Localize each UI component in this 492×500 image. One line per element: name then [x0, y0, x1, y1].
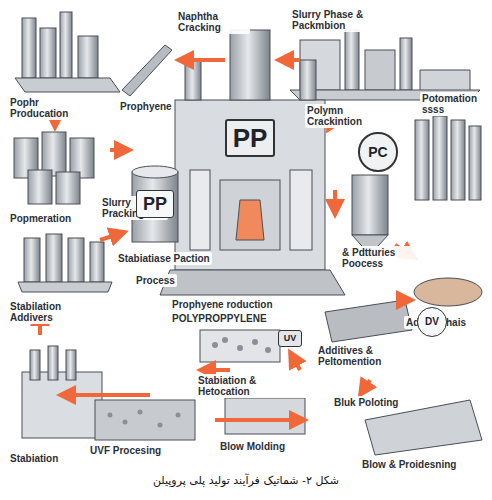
process-label: Blow & Proidesning	[360, 458, 458, 471]
node-text: PP	[143, 195, 167, 213]
process-label: Stabiation & Hetocation	[196, 374, 310, 398]
process-label: POLYPROPPYLENE	[170, 312, 269, 325]
tank-label: PP	[136, 190, 174, 218]
figure-caption: شکل ۲- شماتیک فرآیند تولید پلی پروپیلن	[0, 474, 492, 487]
process-label: Polymn Crackintion	[305, 104, 399, 128]
circle-badge: DV	[417, 307, 447, 337]
node-text: UV	[284, 334, 297, 343]
process-label: Pophr Producation	[8, 96, 82, 120]
process-label: Bluk Poloting	[332, 396, 400, 409]
process-label: Prophyene	[118, 100, 174, 113]
process-label: Additives & Peltomention	[316, 344, 410, 368]
process-label: Stabilation Addivers	[8, 300, 92, 324]
process-label: & Pdtturies Poocess	[340, 246, 424, 270]
process-label: Slurry Phase & Packmbion	[290, 8, 384, 32]
tower-banner: PP	[225, 119, 276, 157]
process-label: Popmeration	[8, 212, 73, 225]
node-text: PC	[368, 145, 387, 159]
process-label: Naphtha Cracking	[176, 10, 250, 34]
process-label: Potomation ssss	[420, 92, 488, 116]
process-label: Prophyene roduction	[170, 298, 275, 311]
process-label: Process	[134, 274, 177, 287]
can-label: UV	[278, 330, 303, 347]
node-text: PP	[233, 125, 268, 151]
process-label: Stabiatiase Paction	[116, 252, 212, 265]
process-label: UVF Procesing	[88, 444, 163, 457]
circle-badge: PC	[358, 132, 397, 171]
process-label: Stabiation	[8, 452, 60, 465]
process-label: Blow Molding	[218, 440, 287, 453]
node-text: DV	[425, 317, 439, 327]
